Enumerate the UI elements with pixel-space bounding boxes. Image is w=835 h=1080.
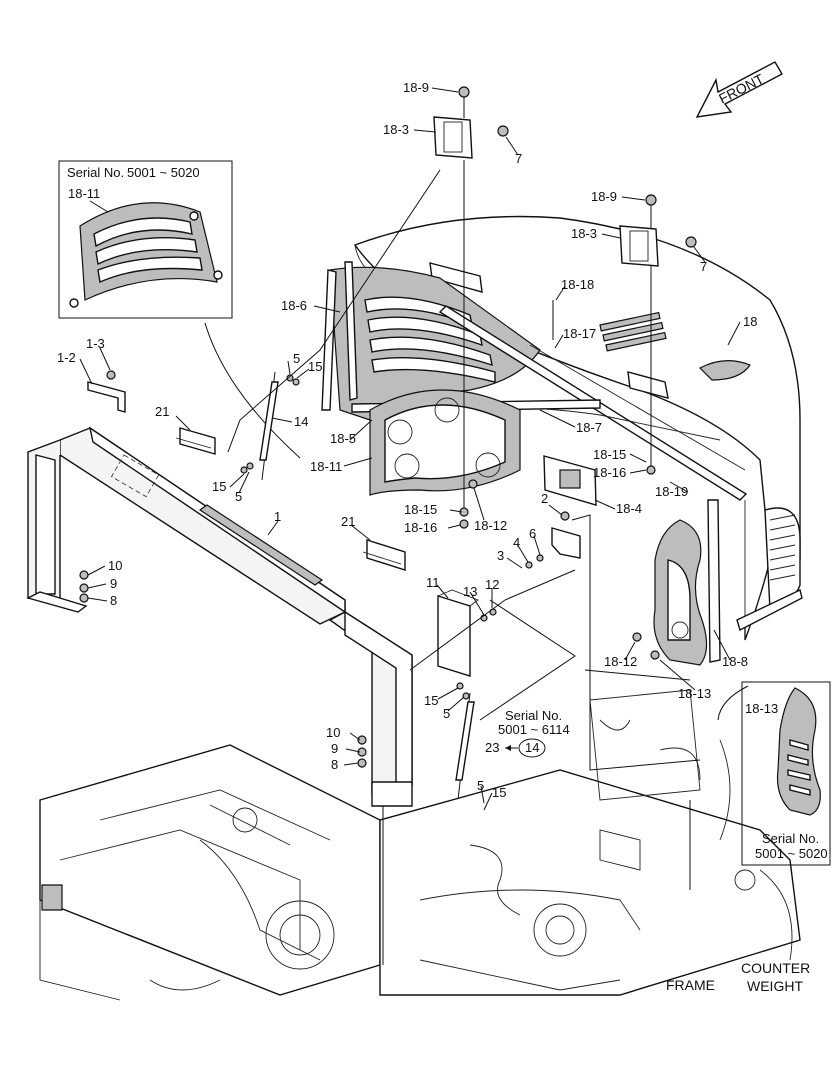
serial-note-prefix: Serial No. — [505, 708, 562, 723]
callout-18-5: 18-5 — [330, 431, 356, 446]
callout-5-upper: 5 — [293, 351, 300, 366]
gas-strut-lower — [455, 692, 475, 801]
callout-2: 2 — [541, 491, 548, 506]
inset2-part-label: 18-13 — [745, 701, 778, 716]
callout-15-left: 15 — [212, 479, 226, 494]
callout-8-center: 8 — [331, 757, 338, 772]
counter-weight-label-2: WEIGHT — [747, 978, 803, 994]
callout-15-lower: 15 — [492, 785, 506, 800]
callout-18-13: 18-13 — [678, 686, 711, 701]
callout-1: 1 — [274, 509, 281, 524]
callout-18-12-center: 18-12 — [474, 518, 507, 533]
bracket-21-upper — [175, 427, 216, 455]
callout-6: 6 — [529, 526, 536, 541]
hinge-right — [619, 194, 697, 267]
callout-10-left: 10 — [108, 558, 122, 573]
inset-top-left: Serial No. 5001 ~ 5020 18-11 — [58, 160, 233, 319]
callout-18-15-center: 18-15 — [404, 502, 437, 517]
callout-labels: 18-9 18-3 7 18-9 18-3 7 18-18 18-6 18-17… — [57, 80, 757, 800]
callout-13: 13 — [463, 584, 477, 599]
gas-strut-upper — [259, 371, 279, 481]
callout-18-11: 18-11 — [310, 459, 342, 474]
callout-21-lower: 21 — [341, 514, 355, 529]
serial-note: Serial No. 5001 ~ 6114 23 14 — [485, 708, 570, 758]
callout-18-9-right: 18-9 — [591, 189, 617, 204]
callout-18-9-top: 18-9 — [403, 80, 429, 95]
callout-5-mid: 5 — [443, 706, 450, 721]
bracket-21-lower — [362, 539, 406, 571]
callout-10-center: 10 — [326, 725, 340, 740]
frame-label: FRAME — [666, 977, 715, 993]
callout-1-3: 1-3 — [86, 336, 105, 351]
side-panel — [707, 499, 803, 663]
main-frame — [26, 426, 413, 807]
callout-1-2: 1-2 — [57, 350, 76, 365]
inset-serial-prefix: Serial No. — [67, 165, 124, 180]
lower-seal — [653, 519, 708, 666]
callout-9-left: 9 — [110, 576, 117, 591]
inset2-serial-range: 5001 ~ 5020 — [755, 846, 828, 861]
inset-bottom-right: 18-13 Serial No. 5001 ~ 5020 — [741, 681, 831, 866]
callout-11: 11 — [426, 575, 440, 590]
callout-18-3-top: 18-3 — [383, 122, 409, 137]
inset2-serial-prefix: Serial No. — [762, 831, 819, 846]
serial-note-ref: 14 — [525, 740, 539, 755]
hood-seal — [369, 389, 521, 496]
latch — [543, 455, 597, 506]
callout-18-4: 18-4 — [616, 501, 642, 516]
guide-lines — [227, 169, 701, 965]
callout-18-16-center: 18-16 — [404, 520, 437, 535]
callout-12: 12 — [485, 577, 499, 592]
callout-7-top: 7 — [515, 151, 522, 166]
bracket-1-2 — [87, 381, 126, 413]
callout-18-19: 18-19 — [655, 484, 688, 499]
inset-serial-range: 5001 ~ 5020 — [127, 165, 200, 180]
serial-note-range: 5001 ~ 6114 — [498, 722, 570, 737]
inset-part-label: 18-11 — [68, 186, 100, 201]
front-arrow-icon: FRONT — [695, 61, 783, 118]
hinge-top — [433, 86, 509, 159]
serial-note-part: 23 — [485, 740, 499, 755]
callout-3: 3 — [497, 548, 504, 563]
callout-5-left: 5 — [235, 489, 242, 504]
callout-9-center: 9 — [331, 741, 338, 756]
bracket-2 — [551, 527, 581, 559]
callout-4: 4 — [513, 535, 520, 550]
callout-18-8: 18-8 — [722, 654, 748, 669]
callout-18-7: 18-7 — [576, 420, 602, 435]
callout-21-upper: 21 — [155, 404, 169, 419]
callout-18-17: 18-17 — [563, 326, 596, 341]
callout-15-mid: 15 — [424, 693, 438, 708]
front-label: FRONT — [716, 70, 767, 106]
cover-11 — [437, 589, 479, 677]
callout-7-right: 7 — [700, 259, 707, 274]
engine-hood — [353, 215, 801, 641]
callout-18-12-right: 18-12 — [604, 654, 637, 669]
callout-14: 14 — [294, 414, 308, 429]
callout-5-lower: 5 — [477, 778, 484, 793]
callout-15-upper: 15 — [308, 359, 322, 374]
counter-weight-label-1: COUNTER — [741, 960, 810, 976]
base-frame — [39, 689, 801, 1001]
callout-18: 18 — [743, 314, 757, 329]
callout-18-16-right: 18-16 — [593, 465, 626, 480]
callout-18-15-right: 18-15 — [593, 447, 626, 462]
callout-8-left: 8 — [110, 593, 117, 608]
callout-18-6: 18-6 — [281, 298, 307, 313]
callout-18-18: 18-18 — [561, 277, 594, 292]
callout-18-3-right: 18-3 — [571, 226, 597, 241]
callout-leaders — [79, 87, 741, 811]
